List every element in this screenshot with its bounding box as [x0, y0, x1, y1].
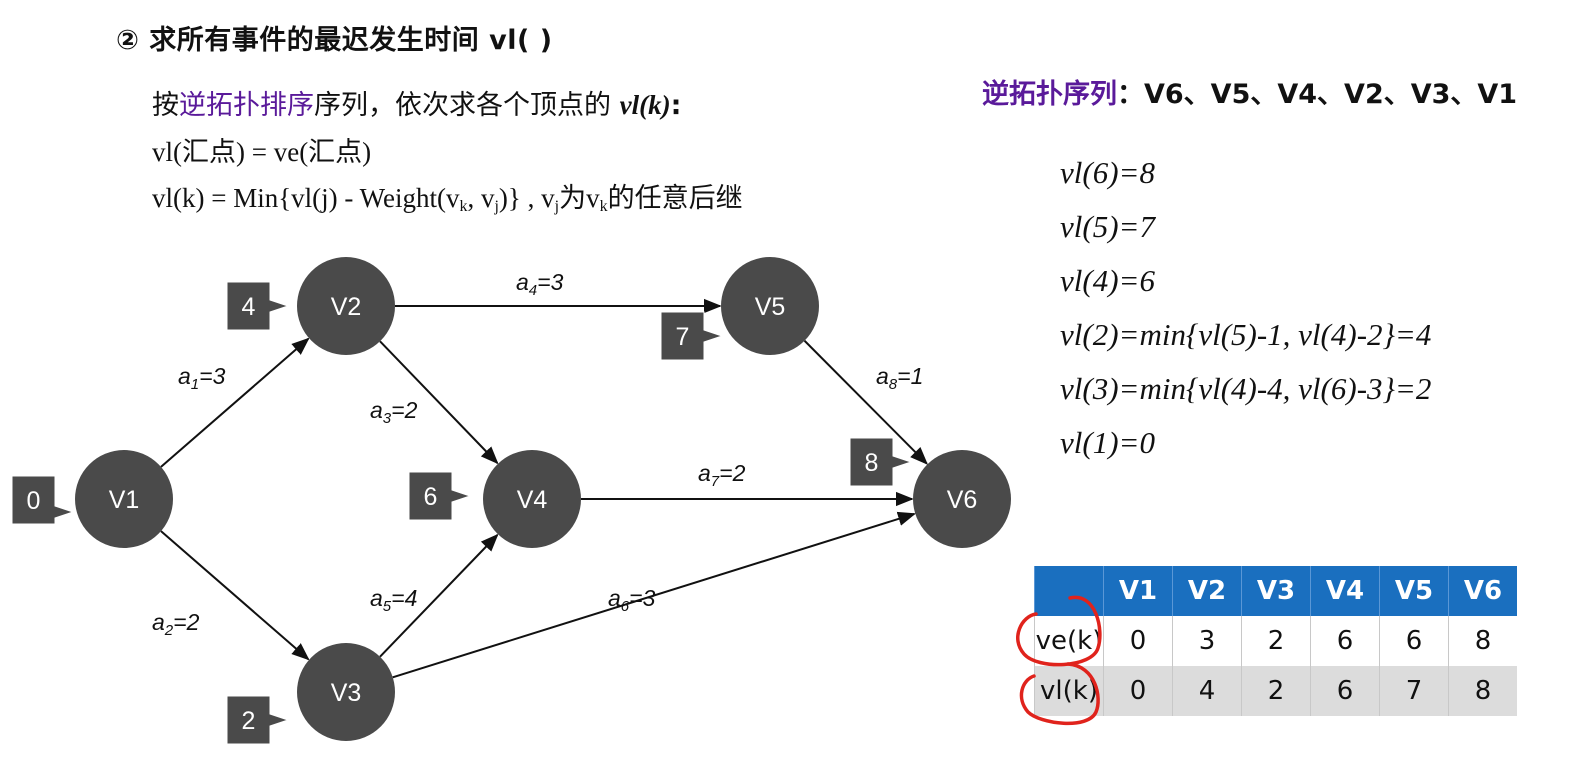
formula-general: vl(k) = Min{vl(j) - Weight(vk, vj)} , vj…	[152, 175, 743, 230]
time-callout	[11, 475, 75, 525]
intro-highlight: 逆拓扑排序	[179, 90, 314, 121]
edge-label: a3=2	[370, 397, 418, 427]
table-row-vl: vl(k) 0 4 2 6 7 8	[1034, 666, 1517, 716]
ve-vl-table: V1 V2 V3 V4 V5 V6 ve(k) 0 3 2 6 6 8 vl(k…	[1034, 566, 1517, 716]
f2-sub-k1: k	[459, 198, 468, 215]
table-cell: 0	[1103, 616, 1173, 666]
intro-prefix: 按	[152, 90, 179, 121]
row-label-vl: vl(k)	[1034, 666, 1104, 716]
calc-line: vl(1)=0	[1060, 425, 1155, 460]
time-value: 4	[242, 293, 256, 321]
sequence-label: 逆拓扑序列	[982, 79, 1117, 110]
table-cell: 6	[1310, 666, 1380, 716]
description: 按逆拓扑排序序列，依次求各个顶点的 vl(k): vl(汇点) = ve(汇点)…	[152, 82, 743, 230]
edge-V3-V6	[392, 511, 917, 679]
sequence-colon: ：	[1117, 79, 1144, 110]
time-callout	[849, 437, 913, 487]
time-value: 8	[865, 449, 879, 477]
edge-V5-V6	[803, 340, 929, 465]
formula-sink: vl(汇点) = ve(汇点)	[152, 137, 372, 167]
calc-line: vl(4)=6	[1060, 263, 1155, 298]
table-cell: 0	[1103, 666, 1173, 716]
node-v3	[297, 643, 395, 741]
table-header-row: V1 V2 V3 V4 V5 V6	[1034, 566, 1517, 616]
node-label: V1	[109, 486, 140, 514]
edge-label: a4=3	[516, 269, 564, 299]
edge-label: a6=3	[608, 585, 656, 615]
node-label: V4	[517, 486, 548, 514]
table-row-ve: ve(k) 0 3 2 6 6 8	[1034, 616, 1517, 666]
table-header-cell: V3	[1241, 566, 1311, 616]
edges-layer: a1=3 a2=2 a3=2 a4=3 a5=4 a6=3 a7=2 a8=1	[152, 269, 929, 679]
time-callout	[408, 471, 472, 521]
edge-label: a2=2	[152, 609, 200, 639]
node-label: V3	[331, 679, 362, 707]
node-v1	[75, 450, 173, 548]
time-callout	[226, 695, 290, 745]
f2-sub-j1: j	[494, 198, 499, 215]
time-value: 2	[242, 707, 256, 735]
edge-V1-V2	[160, 337, 310, 468]
table-cell: 2	[1241, 666, 1311, 716]
node-v5	[721, 257, 819, 355]
edge-V1-V3	[160, 530, 310, 661]
table-cell: 7	[1379, 666, 1449, 716]
time-value: 0	[27, 487, 41, 515]
node-label: V2	[331, 293, 362, 321]
table-header-cell: V1	[1103, 566, 1173, 616]
time-value: 6	[424, 483, 438, 511]
table-cell: 4	[1172, 666, 1242, 716]
intro-colon: :	[670, 90, 682, 121]
f2-wei: 为v	[559, 183, 600, 213]
node-label: V5	[755, 293, 786, 321]
table-header-cell: V5	[1379, 566, 1449, 616]
intro-suffix: 序列，依次求各个顶点的	[314, 90, 620, 121]
time-value: 7	[676, 323, 690, 351]
edge-V2-V4	[379, 340, 499, 465]
node-v4	[483, 450, 581, 548]
time-callout	[226, 281, 290, 331]
intro-fn: vl(k)	[619, 90, 671, 120]
table-cell: 8	[1448, 616, 1517, 666]
calculation-list: vl(6)=8 vl(5)=7 vl(4)=6 vl(2)=min{vl(5)-…	[1060, 150, 1431, 474]
f2-sub-k2: k	[599, 198, 608, 215]
table-header-cell: V2	[1172, 566, 1242, 616]
f2-lhs: vl(k) = Min{vl(j) - Weight(v	[152, 183, 460, 213]
calc-line: vl(3)=min{vl(4)-4, vl(6)-3}=2	[1060, 371, 1432, 406]
f2-tail: 的任意后继	[607, 183, 743, 213]
f2-sub-j2: j	[554, 198, 560, 215]
nodes-layer: V1 0 V2 4V3 2 V4 6 V5 7V6 8	[11, 257, 1011, 745]
intro-line: 按逆拓扑排序序列，依次求各个顶点的 vl(k):	[152, 82, 743, 129]
sequence-value: V6、V5、V4、V2、V3、V1	[1144, 79, 1518, 110]
f2-rhs: )} , v	[498, 183, 555, 213]
calc-line: vl(6)=8	[1060, 155, 1155, 190]
row-label-ve: ve(k)	[1034, 616, 1104, 666]
edge-label: a8=1	[876, 363, 923, 393]
node-v2	[297, 257, 395, 355]
edge-label: a1=3	[178, 363, 226, 393]
table-header-cell	[1034, 566, 1104, 616]
node-label: V6	[947, 486, 978, 514]
table-cell: 6	[1310, 616, 1380, 666]
table-cell: 3	[1172, 616, 1242, 666]
section-title: ② 求所有事件的最迟发生时间 vl( )	[116, 25, 553, 56]
table-header-cell: V6	[1448, 566, 1517, 616]
calc-line: vl(5)=7	[1060, 209, 1155, 244]
table-cell: 2	[1241, 616, 1311, 666]
time-callout	[660, 311, 724, 361]
edge-label: a5=4	[370, 585, 417, 615]
edge-V3-V4	[379, 533, 499, 658]
reverse-topo-sequence: 逆拓扑序列：V6、V5、V4、V2、V3、V1	[982, 72, 1517, 111]
table-cell: 8	[1448, 666, 1517, 716]
edge-label: a7=2	[698, 460, 746, 490]
f2-mid: , v	[467, 183, 495, 213]
table-header-cell: V4	[1310, 566, 1380, 616]
node-v6	[913, 450, 1011, 548]
table-cell: 6	[1379, 616, 1449, 666]
calc-line: vl(2)=min{vl(5)-1, vl(4)-2}=4	[1060, 317, 1432, 352]
